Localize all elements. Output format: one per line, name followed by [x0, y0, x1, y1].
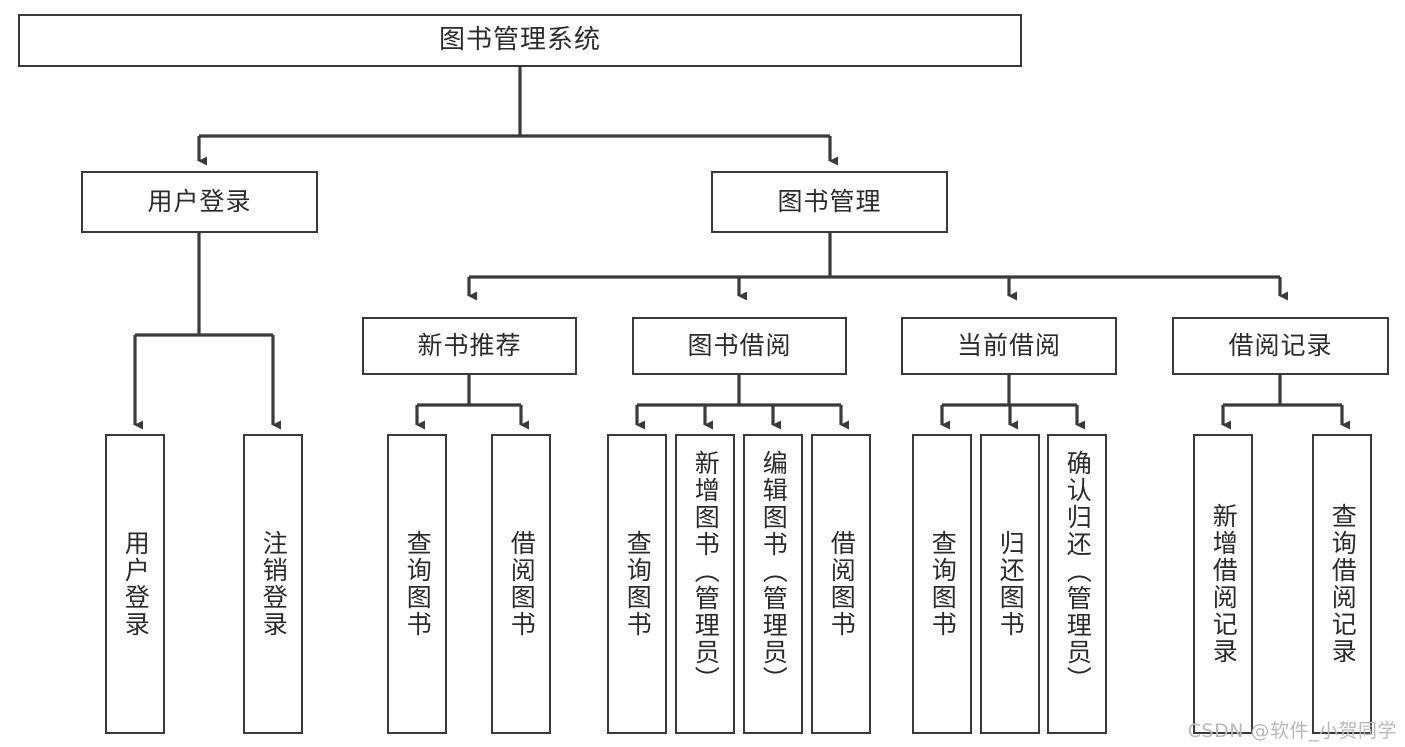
leaf-query-book-recommend[interactable]: 查询图书 — [387, 434, 447, 734]
node-label: 新增借阅记录 — [1209, 503, 1239, 665]
node-new-book-recommend[interactable]: 新书推荐 — [362, 317, 577, 375]
node-book-management[interactable]: 图书管理 — [711, 171, 948, 233]
node-label: 归还图书 — [996, 530, 1026, 638]
node-label: 借阅图书 — [827, 530, 857, 638]
leaf-query-borrow-record[interactable]: 查询借阅记录 — [1312, 434, 1372, 734]
node-label: 用户登录 — [121, 530, 151, 638]
leaf-add-book[interactable]: 新增图书（管理员） — [675, 434, 735, 734]
leaf-add-borrow-record[interactable]: 新增借阅记录 — [1193, 434, 1253, 734]
node-label: 借阅记录 — [1228, 331, 1333, 361]
leaf-return-book[interactable]: 归还图书 — [980, 434, 1040, 734]
node-label: 用户登录 — [147, 187, 252, 217]
node-label: 编辑图书（管理员） — [759, 450, 789, 693]
leaf-borrow-book-borrow[interactable]: 借阅图书 — [811, 434, 871, 734]
node-label: 当前借阅 — [956, 331, 1061, 361]
csdn-watermark: CSDN @软件_小贺同学 — [1187, 720, 1397, 742]
node-borrow-record[interactable]: 借阅记录 — [1172, 317, 1389, 375]
leaf-logout-login[interactable]: 注销登录 — [243, 434, 303, 734]
node-user-login[interactable]: 用户登录 — [81, 171, 318, 233]
node-label: 新增图书（管理员） — [691, 450, 721, 693]
node-label: 图书管理系统 — [438, 25, 601, 56]
leaf-borrow-book-recommend[interactable]: 借阅图书 — [491, 434, 551, 734]
node-book-borrow[interactable]: 图书借阅 — [632, 317, 847, 375]
node-label: 新书推荐 — [417, 331, 522, 361]
node-label: 查询图书 — [403, 530, 433, 638]
node-label: 查询图书 — [928, 530, 958, 638]
node-label: 图书管理 — [777, 187, 882, 217]
leaf-query-book-current[interactable]: 查询图书 — [912, 434, 972, 734]
node-label: 借阅图书 — [507, 530, 537, 638]
leaf-user-login[interactable]: 用户登录 — [105, 434, 165, 734]
leaf-query-book-borrow[interactable]: 查询图书 — [607, 434, 667, 734]
node-label: 查询借阅记录 — [1328, 503, 1358, 665]
node-label: 图书借阅 — [687, 331, 792, 361]
node-label: 确认归还（管理员） — [1063, 450, 1093, 693]
node-root-system[interactable]: 图书管理系统 — [18, 14, 1022, 67]
leaf-edit-book[interactable]: 编辑图书（管理员） — [743, 434, 803, 734]
node-label: 查询图书 — [623, 530, 653, 638]
leaf-confirm-return[interactable]: 确认归还（管理员） — [1047, 434, 1107, 734]
node-label: 注销登录 — [259, 530, 289, 638]
node-current-borrow[interactable]: 当前借阅 — [901, 317, 1117, 375]
